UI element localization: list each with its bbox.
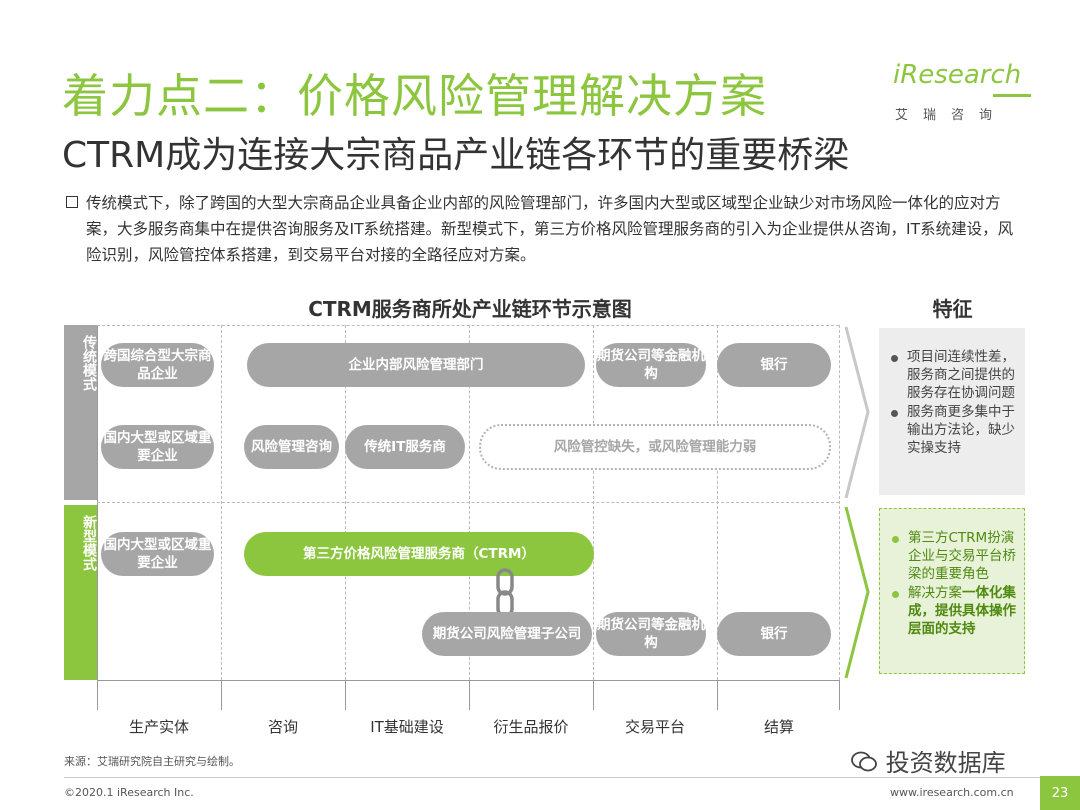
feature-item: 第三方CTRM扮演企业与交易平台桥梁的重要角色 bbox=[892, 529, 1016, 583]
new-features: 第三方CTRM扮演企业与交易平台桥梁的重要角色 解决方案一体化集成，提供具体操作… bbox=[879, 508, 1025, 674]
page-number: 23 bbox=[1040, 776, 1080, 810]
axis-label: 生产实体 bbox=[128, 718, 189, 736]
feature-title: 特征 bbox=[932, 297, 973, 321]
grid-top bbox=[97, 325, 839, 326]
feature-text: 服务商更多集中于输出方法论，缺少实操支持 bbox=[907, 404, 1015, 456]
node-futures-financial-inst: 期货公司等金融机构 bbox=[596, 343, 706, 387]
bullet-dot-icon bbox=[892, 591, 899, 598]
axis-tick bbox=[839, 680, 840, 710]
feature-item: 服务商更多集中于输出方法论，缺少实操支持 bbox=[891, 403, 1017, 457]
axis-tick bbox=[717, 680, 718, 710]
iresearch-logo: iResearch 艾瑞咨询 bbox=[893, 60, 1033, 123]
page-title: 着力点二：价格风险管理解决方案 bbox=[62, 69, 767, 123]
feature-text-a: 解决方案 bbox=[908, 585, 962, 601]
chevron-right-icon bbox=[844, 506, 870, 679]
bullet-dot-icon bbox=[892, 536, 899, 543]
chevron-right-icon bbox=[844, 326, 870, 499]
wechat-icon bbox=[851, 751, 877, 772]
node-traditional-it: 传统IT服务商 bbox=[345, 425, 465, 469]
node-domestic-enterprise-new: 国内大型或区域重要企业 bbox=[101, 532, 214, 576]
feature-item: 项目间连续性差，服务商之间提供的服务存在协调问题 bbox=[891, 348, 1017, 402]
axis-label: 咨询 bbox=[267, 718, 298, 736]
axis-left-line bbox=[97, 325, 98, 710]
axis-bottom-line bbox=[97, 680, 839, 681]
watermark-text: 投资数据库 bbox=[885, 749, 1006, 777]
axis-label: 结算 bbox=[763, 718, 794, 736]
site-url[interactable]: www.iresearch.com.cn bbox=[890, 786, 1014, 799]
copyright: ©2020.1 iResearch Inc. bbox=[64, 786, 194, 799]
axis-tick bbox=[469, 680, 470, 710]
feature-text: 项目间连续性差，服务商之间提供的服务存在协调问题 bbox=[907, 349, 1015, 401]
node-domestic-enterprise: 国内大型或区域重要企业 bbox=[101, 425, 214, 469]
axis-tick bbox=[221, 680, 222, 710]
traditional-features: 项目间连续性差，服务商之间提供的服务存在协调问题 服务商更多集中于输出方法论，缺… bbox=[879, 328, 1025, 495]
page-subtitle: CTRM成为连接大宗商品产业链各环节的重要桥梁 bbox=[62, 135, 850, 176]
feature-text: 第三方CTRM扮演企业与交易平台桥梁的重要角色 bbox=[908, 530, 1016, 582]
node-bank: 银行 bbox=[717, 343, 831, 387]
traditional-mode-text: 传统模式 bbox=[81, 335, 97, 391]
node-internal-risk-dept: 企业内部风险管理部门 bbox=[247, 343, 585, 387]
chain-link-icon bbox=[496, 568, 514, 618]
grid-line bbox=[839, 325, 840, 680]
wechat-watermark: 投资数据库 bbox=[850, 743, 1006, 778]
new-mode-label: 新型模式 bbox=[64, 505, 97, 680]
node-futures-financial-inst-new: 期货公司等金融机构 bbox=[596, 612, 706, 656]
intro-bullet: 传统模式下，除了跨国的大型大宗商品企业具备企业内部的风险管理部门，许多国内大型或… bbox=[66, 190, 1026, 268]
node-ctrm-provider: 第三方价格风险管理服务商（CTRM） bbox=[244, 532, 594, 576]
grid-mid bbox=[97, 502, 839, 503]
node-bank-new: 银行 bbox=[717, 612, 831, 656]
traditional-mode-label: 传统模式 bbox=[64, 325, 97, 500]
axis-label: IT基础建设 bbox=[370, 718, 444, 736]
intro-text: 传统模式下，除了跨国的大型大宗商品企业具备企业内部的风险管理部门，许多国内大型或… bbox=[86, 194, 1014, 264]
logo-cn: 艾瑞咨询 bbox=[895, 108, 1008, 123]
node-futures-risk-subsidiary: 期货公司风险管理子公司 bbox=[422, 612, 592, 656]
square-bullet-icon bbox=[66, 196, 78, 208]
logo-underline bbox=[993, 94, 1031, 97]
node-risk-gap: 风险管控缺失，或风险管理能力弱 bbox=[479, 424, 831, 470]
node-risk-consulting: 风险管理咨询 bbox=[244, 425, 339, 469]
axis-tick bbox=[593, 680, 594, 710]
bullet-dot-icon bbox=[891, 355, 898, 362]
axis-label: 交易平台 bbox=[624, 718, 685, 736]
diagram-title: CTRM服务商所处产业链环节示意图 bbox=[308, 297, 632, 321]
feature-text-b: 一体化集成，提供具体操作层面的支持 bbox=[908, 585, 1016, 637]
new-mode-text: 新型模式 bbox=[81, 515, 97, 571]
source-note: 来源：艾瑞研究院自主研究与绘制。 bbox=[64, 755, 240, 768]
feature-item: 解决方案一体化集成，提供具体操作层面的支持 bbox=[892, 584, 1016, 638]
axis-tick bbox=[345, 680, 346, 710]
footer-divider bbox=[64, 777, 1040, 778]
bullet-dot-icon bbox=[891, 410, 898, 417]
axis-label: 衍生品报价 bbox=[493, 718, 569, 736]
node-multinational-enterprise: 跨国综合型大宗商品企业 bbox=[101, 343, 214, 387]
logo-text: iResearch bbox=[893, 60, 1022, 90]
